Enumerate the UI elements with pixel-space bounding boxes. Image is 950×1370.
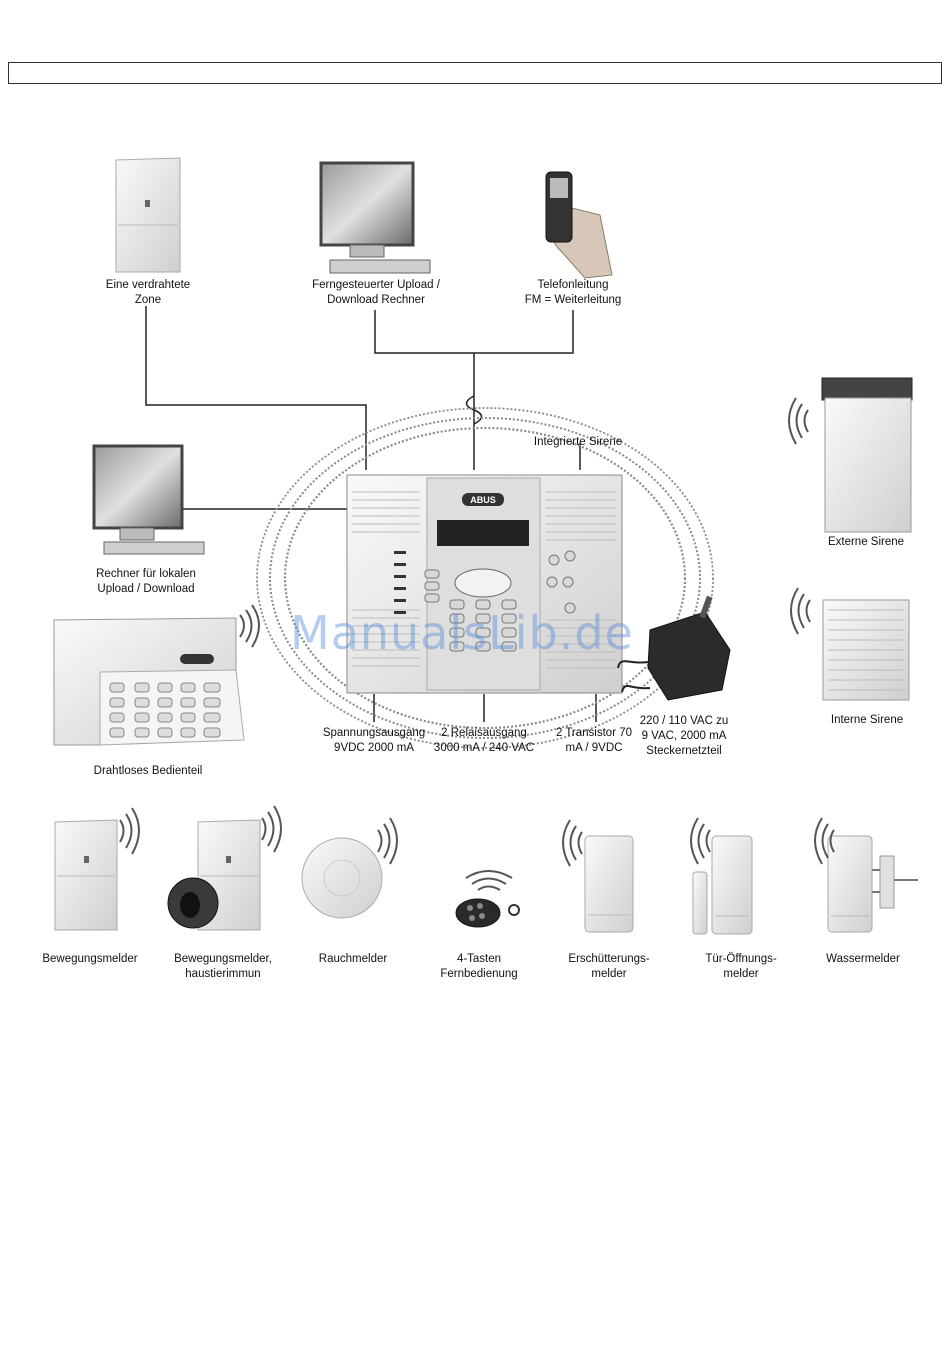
label-door-contact-2: melder — [723, 968, 758, 980]
label-power-adapter-3: Steckernetzteil — [646, 745, 721, 757]
wave-remote-control-icon — [465, 870, 513, 891]
local-pc-computer — [92, 444, 205, 555]
label-door-contact-1: Tür-Öffnungs- — [705, 953, 777, 965]
remote-control — [455, 898, 520, 928]
smoke-detector — [301, 837, 383, 919]
label-shock-detector-2: melder — [591, 968, 626, 980]
label-shock-detector-1: Erschütterungs- — [568, 953, 649, 965]
wave-external-siren-icon — [788, 397, 809, 445]
watermark: ManualsLib.de — [290, 606, 634, 660]
radio-range-rings — [256, 407, 714, 749]
label-relay-output-2: 3000 mA / 240 VAC — [434, 742, 534, 754]
brand-logo: ABUS — [470, 495, 496, 505]
power-adapter — [617, 595, 731, 701]
label-power-adapter-2: 9 VAC, 2000 mA — [642, 730, 727, 742]
label-motion-pet-1: Bewegungsmelder, — [174, 953, 272, 965]
motion-detector — [54, 819, 118, 931]
label-relay-output-1: 2 Relaisausgang — [441, 727, 527, 739]
label-remote-pc-2: Download Rechner — [327, 294, 425, 306]
label-motion-pet-2: haustierimmun — [185, 968, 260, 980]
door-contact — [692, 835, 753, 935]
alarm-control-panel: ABUS — [346, 474, 623, 694]
wave-pet-detector-icon — [261, 805, 282, 853]
coil-symbol — [465, 395, 483, 425]
wave-keypad-icon — [239, 604, 260, 648]
wired-pir-sensor — [115, 157, 181, 273]
label-water-detector: Wassermelder — [826, 953, 900, 965]
connection-lines — [145, 306, 597, 722]
external-siren — [821, 377, 913, 533]
label-power-adapter-1: 220 / 110 VAC zu — [640, 715, 728, 727]
label-wired-zone-1: Eine verdrahtete — [106, 279, 190, 291]
wave-motion-detector-icon — [119, 807, 140, 855]
header-box — [8, 62, 942, 84]
label-smoke-detector: Rauchmelder — [319, 953, 388, 965]
water-detector — [827, 835, 918, 933]
wave-shock-detector-icon — [562, 819, 583, 867]
remote-pc-computer — [319, 161, 431, 274]
label-remote-control-2: Fernbedienung — [440, 968, 517, 980]
label-remote-pc-1: Ferngesteuerter Upload / — [312, 279, 441, 291]
mobile-phone — [545, 171, 613, 279]
internal-siren — [822, 599, 910, 701]
wireless-keypad — [53, 617, 245, 746]
label-external-siren: Externe Sirene — [828, 536, 904, 548]
label-transistor-2: mA / 9VDC — [566, 742, 623, 754]
label-wired-zone-2: Zone — [135, 294, 161, 306]
label-phone-line-2: FM = Weiterleitung — [525, 294, 622, 306]
label-motion-detector: Bewegungsmelder — [42, 953, 137, 965]
label-remote-control-1: 4-Tasten — [457, 953, 501, 965]
wave-door-contact-icon — [690, 817, 711, 865]
wave-water-detector-icon — [814, 817, 835, 865]
label-integrated-siren: Integrierte Sirene — [534, 436, 622, 448]
label-local-pc-2: Upload / Download — [97, 583, 194, 595]
label-voltage-output-2: 9VDC 2000 mA — [334, 742, 414, 754]
label-phone-line-1: Telefonleitung — [538, 279, 609, 291]
label-voltage-output-1: Spannungsausgang — [323, 727, 425, 739]
wave-internal-siren-icon — [790, 587, 811, 635]
motion-detector-pet-immune — [167, 819, 261, 931]
label-transistor-1: 2 Transistor 70 — [556, 727, 632, 739]
shock-detector — [584, 835, 634, 933]
label-internal-siren: Interne Sirene — [831, 714, 903, 726]
wave-smoke-detector-icon — [377, 817, 398, 865]
label-wireless-keypad: Drahtloses Bedienteil — [94, 765, 203, 777]
label-local-pc-1: Rechner für lokalen — [96, 568, 196, 580]
